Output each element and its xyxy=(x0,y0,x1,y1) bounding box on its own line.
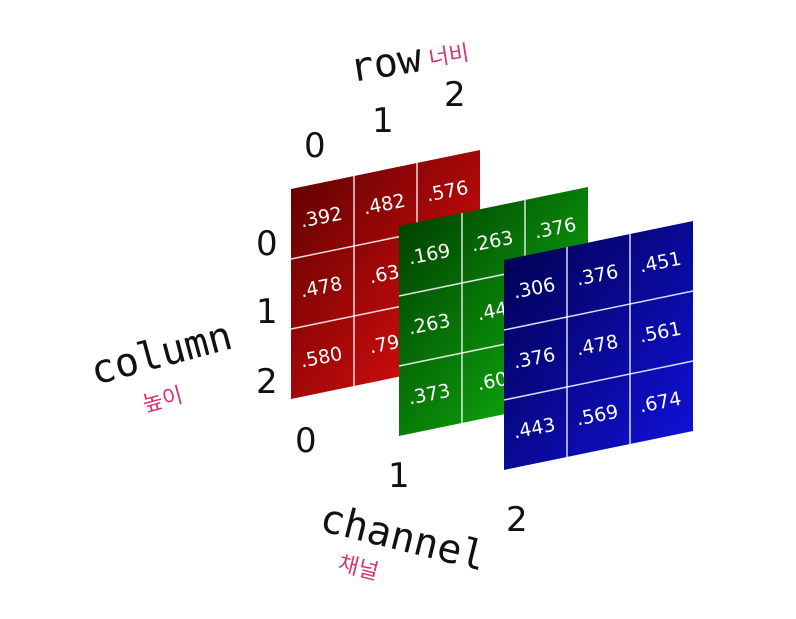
row-axis-korean-label: 너비 xyxy=(427,41,471,72)
column-axis-title: column xyxy=(86,313,237,395)
column-tick-1: 1 xyxy=(256,292,278,332)
column-tick-2: 2 xyxy=(256,362,278,402)
column-axis-korean-label: 높이 xyxy=(140,383,186,418)
channel-plane-blue: .306.376.451.376.478.561.443.569.674 xyxy=(503,221,694,470)
row-tick-1: 1 xyxy=(372,101,394,141)
row-axis-title: row xyxy=(346,35,425,92)
channel-tick-1: 1 xyxy=(388,456,410,496)
channel-tick-2: 2 xyxy=(506,500,528,540)
grid-line-horizontal xyxy=(503,290,694,331)
column-tick-0: 0 xyxy=(256,224,278,264)
channel-axis-korean-label: 채널 xyxy=(336,552,381,586)
channel-planes: .392.482.576.478.63.580.79.169.263.376.2… xyxy=(290,150,694,470)
channel-plane-fill xyxy=(504,221,693,470)
channel-tick-0: 0 xyxy=(295,421,317,461)
grid-line-horizontal xyxy=(503,360,694,401)
row-tick-0: 0 xyxy=(304,126,326,166)
row-tick-2: 2 xyxy=(444,75,466,115)
